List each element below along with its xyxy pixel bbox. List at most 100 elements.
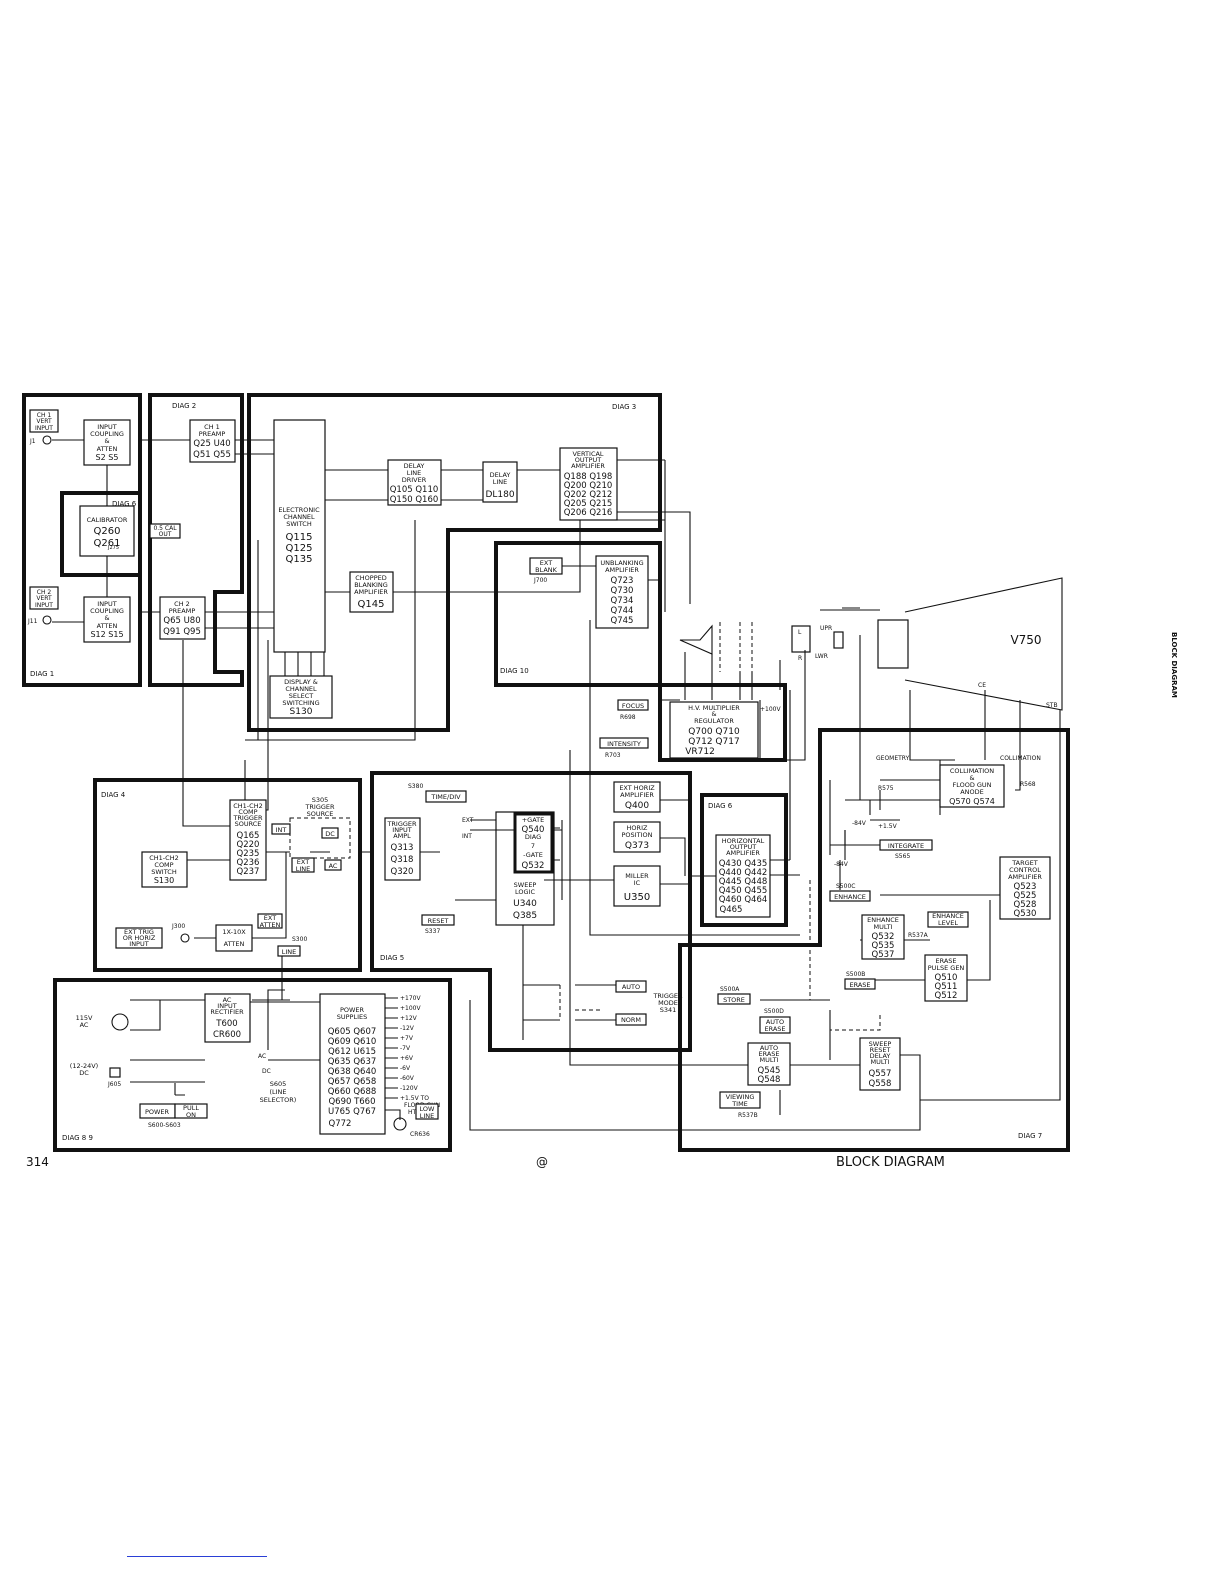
svg-text:Q730: Q730 (611, 586, 634, 596)
ce-label: CE (978, 682, 986, 689)
svg-text:CH 2: CH 2 (37, 589, 52, 596)
footer-title: BLOCK DIAGRAM (836, 1155, 945, 1170)
r-plate: R (798, 655, 802, 662)
connector-j605: J605 (107, 1081, 121, 1088)
svg-text:SWITCH: SWITCH (151, 868, 177, 876)
dc-button: DC (321, 827, 339, 839)
svg-text:FOCUS: FOCUS (622, 702, 644, 710)
svg-text:Q465: Q465 (720, 905, 743, 915)
r568-label: R568 (1020, 781, 1036, 788)
footer-link-underline (127, 1556, 267, 1557)
diag-tag: DIAG 6 (708, 802, 733, 810)
svg-text:AMPLIFIER: AMPLIFIER (726, 849, 760, 857)
svg-text:EXT: EXT (264, 914, 276, 922)
svg-text:COMP: COMP (238, 808, 257, 816)
connector-j1: J1 (29, 438, 36, 445)
svg-text:AC: AC (223, 996, 232, 1004)
svg-text:Q545: Q545 (758, 1066, 781, 1076)
svg-text:Q200 Q210: Q200 Q210 (564, 481, 613, 491)
svg-text:0.5 CAL: 0.5 CAL (153, 525, 177, 532)
svg-text:Q400: Q400 (625, 801, 650, 811)
svg-text:AMPLIFIER: AMPLIFIER (571, 462, 605, 470)
chopped-blanking-amp: CHOPPED BLANKING AMPLIFIER Q145 (349, 571, 394, 613)
svg-text:NORM: NORM (621, 1016, 641, 1024)
time-div-control: TIME/DIV (425, 790, 467, 803)
r575-label: R575 (878, 785, 894, 792)
svg-text:-6V: -6V (400, 1065, 411, 1072)
l-plate: L (798, 629, 802, 636)
svg-text:Q25 U40: Q25 U40 (193, 439, 230, 449)
svg-text:INTENSITY: INTENSITY (607, 740, 641, 748)
diag-tags: DIAG 1 DIAG 2 DIAG 3 DIAG 4 DIAG 5 DIAG … (30, 402, 1042, 1142)
ext-atten-button: EXT ATTEN (257, 913, 283, 929)
svg-text:CR600: CR600 (213, 1030, 241, 1040)
svg-text:Q537: Q537 (872, 950, 895, 960)
dc-jack-icon (109, 1067, 121, 1078)
svg-text:Q91 Q95: Q91 Q95 (163, 627, 201, 637)
electronic-channel-switch: ELECTRONIC CHANNEL SWITCH Q115 Q125 Q135 (273, 419, 326, 653)
bnc-icon (180, 933, 190, 943)
plus100v-label: +100V (760, 706, 781, 713)
svg-text:MULTI: MULTI (871, 1058, 890, 1066)
svg-text:+GATE: +GATE (522, 816, 545, 824)
svg-text:(12-24V): (12-24V) (70, 1062, 98, 1070)
svg-text:ERASE: ERASE (849, 981, 870, 989)
s337-label: S337 (425, 928, 440, 935)
svg-text:+1.5V TO: +1.5V TO (400, 1095, 429, 1102)
svg-text:POWER: POWER (340, 1006, 365, 1014)
bnc-icon (42, 435, 52, 445)
svg-text:Q165: Q165 (237, 831, 260, 841)
svg-text:Q530: Q530 (1014, 909, 1037, 919)
svg-text:RESET: RESET (870, 1046, 891, 1054)
svg-text:VR712: VR712 (685, 747, 715, 757)
svg-text:Q220: Q220 (237, 840, 260, 850)
svg-text:LOW: LOW (420, 1105, 436, 1113)
cr636-label: CR636 (410, 1131, 430, 1138)
svg-text:ENHANCE: ENHANCE (932, 912, 964, 920)
svg-text:ATTEN: ATTEN (260, 921, 281, 929)
ac-input-rectifier: AC INPUT RECTIFIER T600 CR600 (204, 993, 251, 1043)
svg-text:Q638 Q640: Q638 Q640 (328, 1067, 377, 1077)
svg-text:TIME/DIV: TIME/DIV (430, 793, 461, 801)
attenuator-block: 1X-10X ATTEN (215, 924, 253, 952)
svg-text:OR HORIZ: OR HORIZ (123, 934, 156, 942)
svg-text:FLOOD GUN: FLOOD GUN (952, 781, 991, 789)
svg-text:Q188 Q198: Q188 Q198 (564, 472, 613, 482)
diag-tag: DIAG 4 (101, 791, 126, 799)
svg-text:Q712 Q717: Q712 Q717 (688, 737, 739, 747)
svg-text:CH1-CH2: CH1-CH2 (233, 802, 262, 810)
power-supplies: POWER SUPPLIES Q605 Q607 Q609 Q610 Q612 … (319, 993, 386, 1135)
svg-text:SWEEP: SWEEP (514, 881, 537, 889)
sweep-logic: SWEEP LOGIC U340 Q385 (513, 881, 537, 921)
svg-text:POWER: POWER (145, 1108, 170, 1116)
ext-horiz-amp: EXT HORIZ AMPLIFIER Q400 (613, 781, 661, 813)
svg-text:HORIZ: HORIZ (627, 824, 648, 832)
svg-text:AMPLIFIER: AMPLIFIER (354, 588, 388, 596)
delay-line: DELAY LINE DL180 (482, 461, 518, 503)
line-selector-label: S605 (LINE SELECTOR) (260, 1080, 297, 1104)
svg-text:VIEWING: VIEWING (726, 1093, 755, 1101)
line-button: LINE (277, 945, 301, 957)
svg-text:RECTIFIER: RECTIFIER (210, 1008, 244, 1016)
svg-text:Q206 Q216: Q206 Q216 (564, 508, 613, 518)
svg-text:AUTO: AUTO (760, 1044, 778, 1052)
svg-text:LINE: LINE (493, 478, 508, 486)
svg-text:TARGET: TARGET (1011, 859, 1038, 867)
svg-text:MILLER: MILLER (625, 872, 649, 880)
svg-text:DL180: DL180 (485, 490, 514, 500)
svg-text:Q745: Q745 (611, 616, 634, 626)
diag-tag: DIAG 5 (380, 954, 404, 962)
svg-text:Q609 Q610: Q609 Q610 (328, 1037, 377, 1047)
ac-button: AC (324, 859, 342, 871)
svg-text:AC: AC (258, 1053, 266, 1060)
svg-text:OUTPUT: OUTPUT (730, 843, 757, 851)
svg-text:SELECTOR): SELECTOR) (260, 1096, 297, 1104)
svg-text:BLANKING: BLANKING (354, 581, 388, 589)
svg-text:DELAY: DELAY (870, 1052, 891, 1060)
svg-text:&: & (969, 774, 974, 782)
connector-j11: J11 (27, 618, 38, 625)
trigger-input-amp: TRIGGER INPUT AMPL Q313 Q318 Q320 (384, 817, 421, 881)
svg-text:MULTI: MULTI (760, 1056, 779, 1064)
focus-control: FOCUS (617, 699, 649, 711)
section-diag8-9 (53, 978, 452, 1152)
